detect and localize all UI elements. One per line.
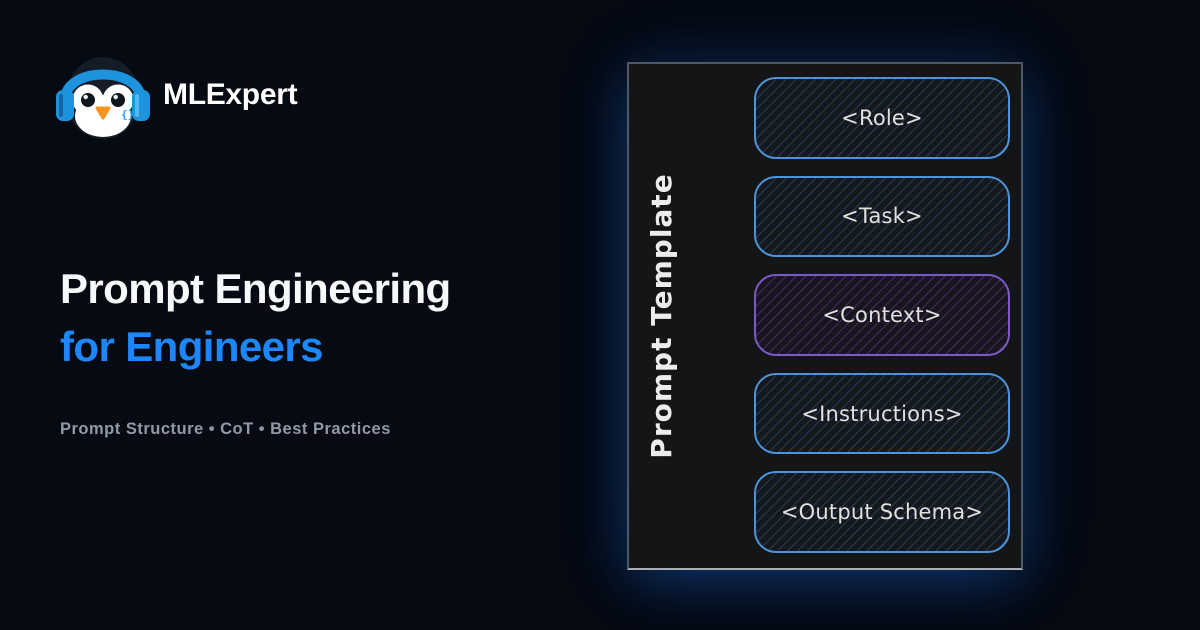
hero-title-line2: for Engineers (60, 323, 324, 370)
svg-text:{}: {} (121, 108, 134, 121)
block-label: <Instructions> (801, 401, 963, 426)
brand-name: MLExpert (163, 78, 298, 111)
block-role: <Role> (754, 77, 1010, 159)
prompt-template-panel: Prompt Template <Role> <Task> <Context> … (627, 62, 1023, 570)
block-instructions: <Instructions> (754, 372, 1010, 455)
panel-title: Prompt Template (645, 173, 678, 459)
hero-subtitle: Prompt Structure • CoT • Best Practices (60, 420, 391, 438)
block-label: <Context> (822, 302, 942, 327)
hero-title: Prompt Engineering for Engineers (60, 260, 451, 376)
brand-header: {} MLExpert (55, 48, 298, 142)
block-label: <Role> (841, 105, 923, 130)
hero-title-line1: Prompt Engineering (60, 265, 451, 312)
penguin-headphones-icon: {} (55, 48, 151, 142)
block-task: <Task> (754, 175, 1010, 258)
block-label: <Task> (841, 204, 923, 229)
block-label: <Output Schema> (780, 500, 984, 525)
block-output-schema: <Output Schema> (754, 471, 1010, 553)
template-blocks: <Role> <Task> <Context> <Instructions> <… (754, 64, 1021, 568)
block-context: <Context> (754, 274, 1010, 356)
